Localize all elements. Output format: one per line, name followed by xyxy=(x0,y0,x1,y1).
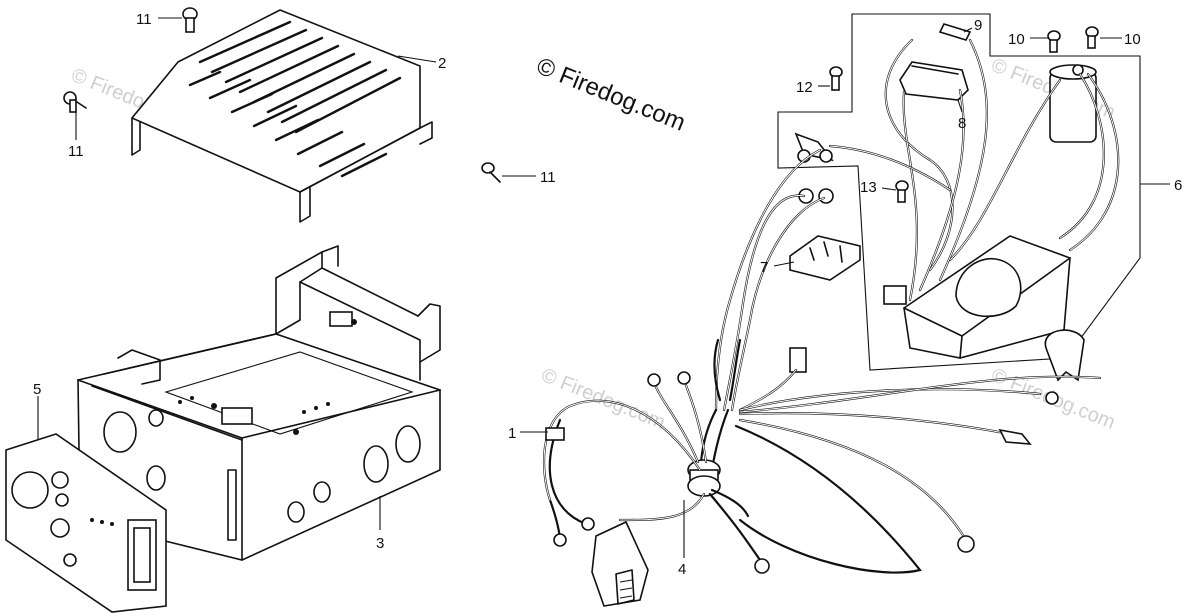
screw-13 xyxy=(895,180,909,203)
callout-8: 8 xyxy=(958,115,966,132)
assembly-6-outline xyxy=(777,13,1141,371)
regulator-module xyxy=(903,235,1071,359)
front-plate-part xyxy=(5,433,167,613)
top-cover-part xyxy=(130,9,433,223)
pin-9 xyxy=(938,23,972,41)
callout-11-mid: 11 xyxy=(540,169,556,186)
wire-clip xyxy=(1044,329,1085,382)
screw-11-mid xyxy=(481,162,501,183)
callout-1: 1 xyxy=(508,425,516,442)
callouts: 11 11 11 2 3 5 1 4 7 8 9 10 10 12 13 6 xyxy=(33,11,1182,578)
callout-3: 3 xyxy=(376,535,384,552)
callout-5: 5 xyxy=(33,381,41,398)
callout-10-left: 10 xyxy=(1008,31,1025,48)
callout-11-top: 11 xyxy=(136,11,152,28)
screw-11-left xyxy=(63,91,87,113)
screw-12 xyxy=(829,66,843,91)
clamp-8 xyxy=(899,61,969,101)
callout-6: 6 xyxy=(1174,177,1182,194)
callout-13: 13 xyxy=(860,179,877,196)
screw-10-right xyxy=(1085,26,1099,49)
screw-10-left xyxy=(1047,30,1061,53)
watermark: © Firedog.com xyxy=(533,53,689,137)
leader-lines xyxy=(37,17,1170,558)
callout-10-right: 10 xyxy=(1124,31,1141,48)
assembly-wires xyxy=(884,38,1120,302)
callout-4: 4 xyxy=(678,561,686,578)
connector-block-small xyxy=(883,285,907,305)
callout-12: 12 xyxy=(796,79,813,96)
screw-11-top xyxy=(182,7,198,33)
terminal-7 xyxy=(789,235,861,281)
callout-2: 2 xyxy=(438,55,446,72)
wire-harness xyxy=(542,132,1102,607)
callout-7: 7 xyxy=(760,259,768,276)
chassis-frame-part xyxy=(77,245,441,561)
callout-9: 9 xyxy=(974,17,982,34)
callout-11-left: 11 xyxy=(68,143,84,160)
